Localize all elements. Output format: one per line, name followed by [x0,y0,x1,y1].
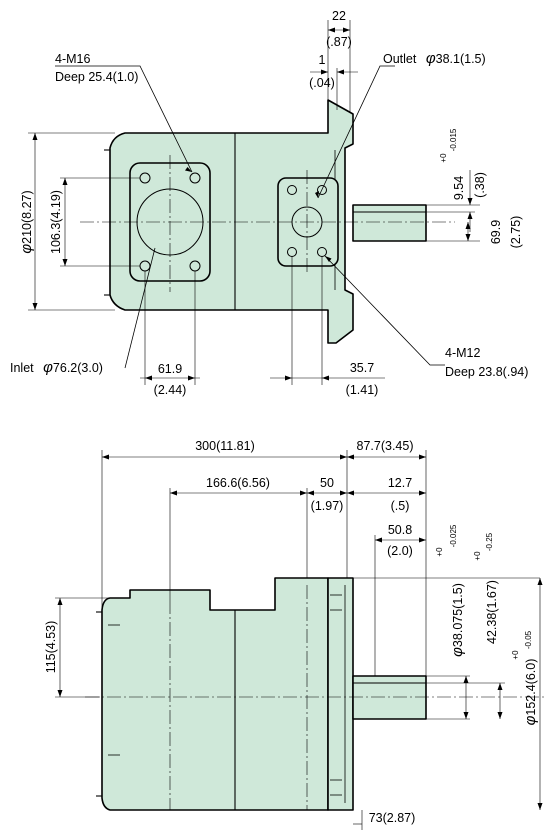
shaft-diameter-tolerance-lower: -0.025 [449,524,458,547]
key-depth-tolerance-upper: +0 [473,551,482,561]
outlet-bolts-depth-label: Deep 25.4(1.0) [55,70,138,84]
flange-width-inch-label: (.87) [326,35,352,49]
overall-length-label: 300(11.81) [195,439,255,453]
body-height-label: φ210(8.27) [18,190,35,253]
outlet-diameter-value: 38.1(1.5) [436,52,486,66]
side-view-bolt-marks [108,594,342,796]
body-mid-length-label: 166.6(6.56) [206,476,270,490]
outlet-diameter-symbol: φ [426,50,436,67]
pilot-diameter-value: 152.4(6.0) [524,659,538,716]
side-view: 300(11.81) 87.7(3.45) 166.6(6.56) 50 (1.… [44,439,545,830]
inlet-offset-label: 61.9 [158,362,182,376]
outlet-offset-label: 35.7 [350,361,374,375]
inlet-diameter-value: 76.2(3.0) [53,361,103,375]
pilot-diameter-symbol: φ [522,715,539,725]
shoulder-length-label: 12.7 [388,476,412,490]
side-view-flange [327,577,354,811]
step-length-inch-label: (1.97) [311,499,344,513]
flange-width-label: 22 [332,9,346,23]
flange-to-center-label: 73(2.87) [369,811,416,825]
pilot-diameter-tolerance-lower: -0.05 [524,630,533,649]
outlet-label: Outlet φ38.1(1.5) [383,50,486,67]
pilot-diameter-label: φ152.4(6.0) [522,659,539,726]
outlet-label-text: Outlet [383,52,417,66]
side-view-body [101,577,329,811]
outlet-bolts-label: 4-M16 [55,52,90,66]
top-view-shaft [352,204,427,242]
body-height-diameter-symbol: φ [18,244,35,254]
shoulder-length-inch-label: (.5) [391,499,410,513]
flange-gap-label: 1 [319,53,326,67]
inlet-bolt-hole [189,172,201,184]
inlet-label: Inlet φ76.2(3.0) [10,359,103,376]
top-view: 22 (.87) 1 (.04) Outlet φ38.1(1.5) 4-M16… [10,9,528,397]
shaft-key-height-inch-label: (.38) [473,172,487,198]
shaft-diameter-value: 38.075(1.5) [451,583,465,647]
step-length-label: 50 [320,476,334,490]
key-length-inch-label: (2.0) [387,544,413,558]
shaft-diameter-tolerance-upper: +0 [435,547,444,557]
outlet-offset-inch-label: (1.41) [346,383,379,397]
shaft-key-tolerance-lower: -0.015 [449,128,458,151]
inlet-bolt-hole [189,260,201,272]
shaft-height-label: 69.9 [489,220,503,244]
outlet-bolt-hole [287,185,297,195]
key-length-label: 50.8 [388,523,412,537]
inlet-bolts-label: 4-M12 [445,346,480,360]
shaft-key-height-label: 9.54 [452,176,466,200]
shaft-diameter-label: φ38.075(1.5) [449,583,466,657]
inlet-bolt-hole [139,260,151,272]
key-depth-label: 42.38(1.67) [485,580,499,644]
inlet-bolts-depth-label: Deep 23.8(.94) [445,365,528,379]
pilot-diameter-tolerance-upper: +0 [511,650,520,660]
side-body-height-label: 115(4.53) [44,621,58,674]
inlet-label-text: Inlet [10,361,34,375]
inlet-diameter-symbol: φ [43,359,53,376]
flange-gap-inch-label: (.04) [309,76,335,90]
inlet-bolt-hole [139,172,151,184]
body-height-value: 210(8.27) [20,190,34,244]
outlet-bolt-hole [317,247,327,257]
outlet-bolt-hole [287,247,297,257]
inlet-bolt-spacing-label: 106.3(4.19) [49,190,63,254]
shaft-length-label: 87.7(3.45) [357,439,414,453]
key-depth-tolerance-lower: -0.25 [485,532,494,551]
shaft-diameter-symbol: φ [449,647,466,657]
shaft-height-inch-label: (2.75) [509,216,523,249]
inlet-offset-inch-label: (2.44) [154,383,187,397]
shaft-key-tolerance-upper: +0 [439,153,448,163]
